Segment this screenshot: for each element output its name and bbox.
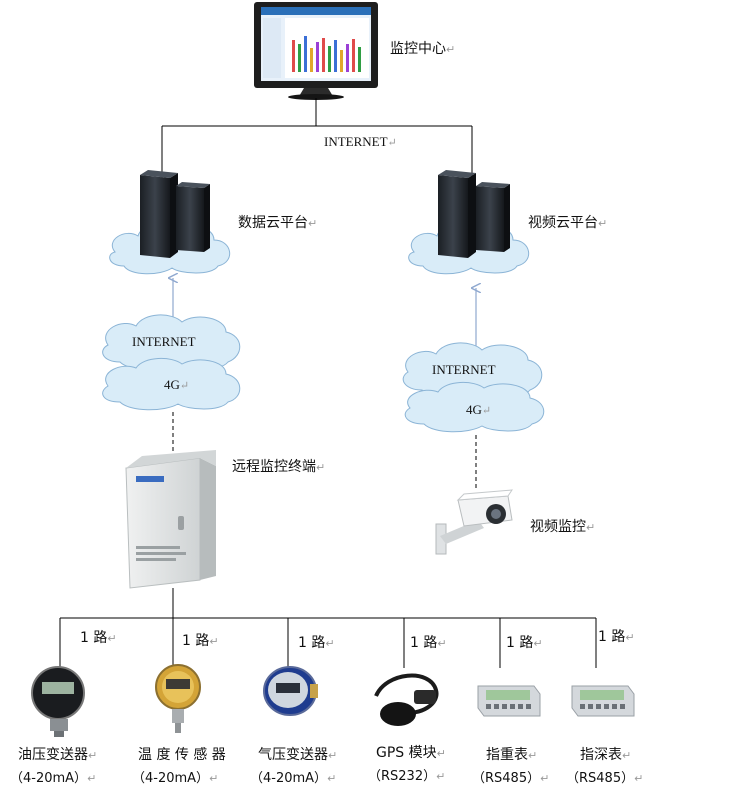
- air-pressure-transmitter-icon: [263, 666, 318, 716]
- label-video-cloud: 视频云平台↵: [528, 215, 608, 231]
- camera-icon: [435, 489, 513, 555]
- device-name-weight-indicator: 指重表↵: [486, 747, 538, 763]
- data-cloud-icon: [109, 170, 230, 275]
- channel-label-3: 1 路↵: [298, 635, 335, 651]
- device-sub-gps: （RS232）↵: [368, 769, 446, 784]
- weight-indicator-icon: [477, 685, 541, 717]
- label-video-monitor: 视频监控↵: [530, 519, 596, 535]
- label-left-4g: 4G↵: [164, 377, 190, 392]
- gps-module-icon: [374, 673, 439, 726]
- channel-label-6: 1 路↵: [598, 629, 635, 645]
- top-internet-bus: [161, 98, 473, 178]
- label-data-cloud: 数据云平台↵: [238, 215, 318, 231]
- monitor-icon: [254, 2, 378, 100]
- device-name-air-pressure: 气压变送器↵: [258, 747, 338, 763]
- device-name-depth-indicator: 指深表↵: [580, 747, 632, 763]
- oil-pressure-transmitter-icon: [31, 666, 85, 737]
- label-left-internet: INTERNET: [132, 334, 196, 349]
- channel-label-4: 1 路↵: [410, 635, 447, 651]
- terminal-cabinet-icon: [125, 450, 216, 589]
- device-sub-depth-indicator: （RS485）↵: [566, 771, 644, 786]
- left-internet-cloud: [102, 314, 241, 371]
- device-sub-oil-pressure: （4-20mA）↵: [10, 771, 97, 786]
- label-monitor-center: 监控中心↵: [390, 41, 456, 57]
- right-4g-cloud: [404, 382, 545, 433]
- video-cloud-icon: [408, 170, 529, 275]
- device-sub-air-pressure: （4-20mA）↵: [250, 771, 337, 786]
- label-right-4g: 4G↵: [466, 402, 492, 417]
- channel-label-5: 1 路↵: [506, 635, 543, 651]
- depth-indicator-icon: [571, 685, 635, 717]
- label-terminal: 远程监控终端↵: [232, 459, 326, 475]
- device-name-gps: GPS 模块↵: [376, 745, 446, 761]
- label-right-internet: INTERNET: [432, 362, 496, 377]
- device-name-oil-pressure: 油压变送器↵: [18, 747, 98, 763]
- left-4g-cloud: [102, 358, 241, 411]
- distribution-bus: [59, 588, 597, 668]
- device-sub-weight-indicator: （RS485）↵: [472, 771, 550, 786]
- device-name-temperature: 温 度 传 感 器: [138, 747, 226, 763]
- channel-label-2: 1 路↵: [182, 633, 219, 649]
- temperature-sensor-icon: [155, 664, 201, 733]
- device-sub-temperature: （4-20mA）↵: [132, 771, 219, 786]
- label-top-internet: INTERNET↵: [324, 134, 397, 149]
- channel-label-1: 1 路↵: [80, 630, 117, 646]
